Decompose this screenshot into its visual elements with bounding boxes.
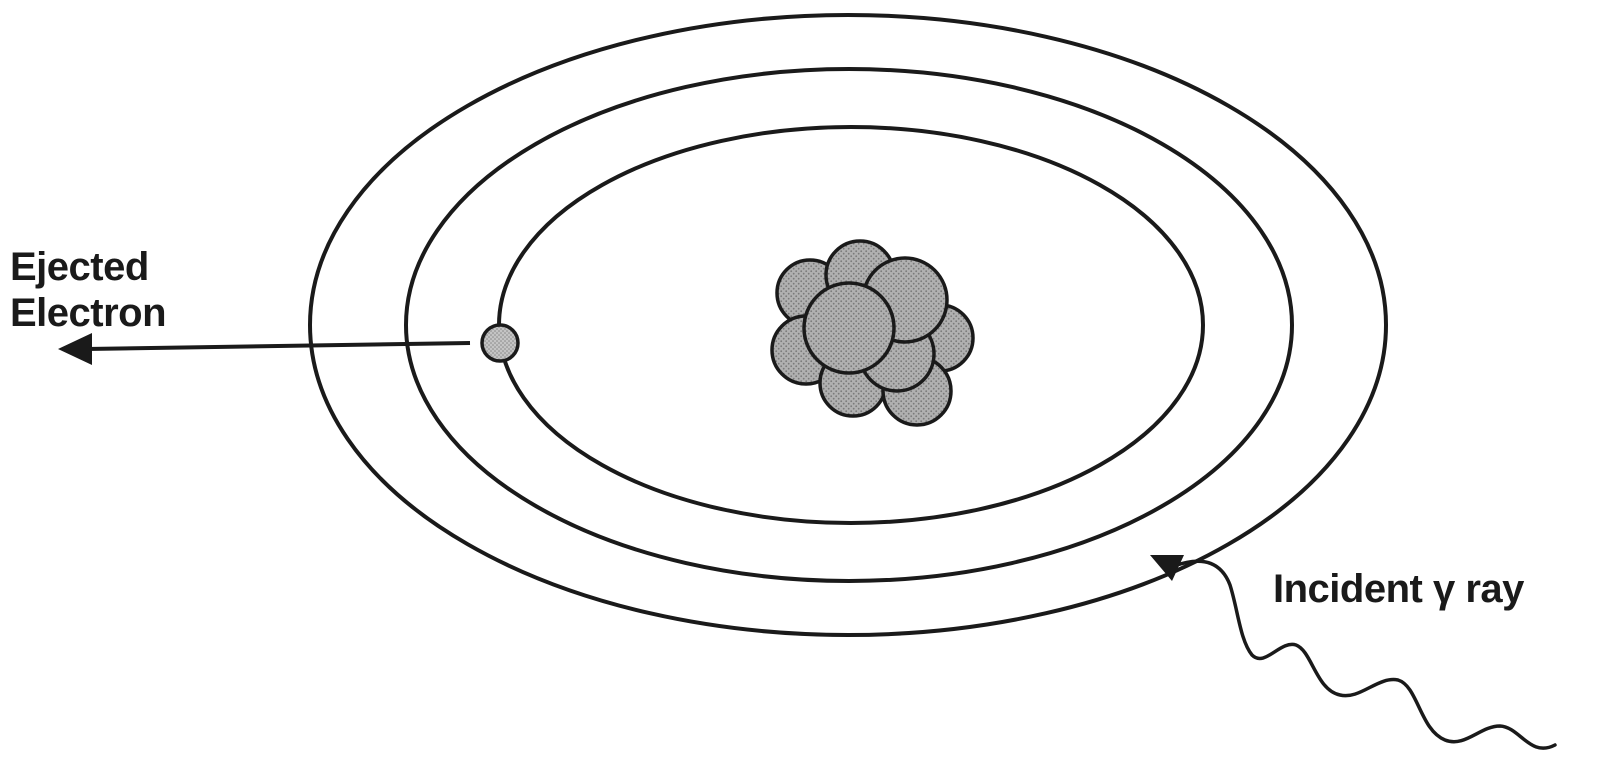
nucleon — [804, 283, 894, 373]
electron — [482, 325, 518, 361]
ejected-electron-arrow — [86, 343, 470, 349]
ejected-label-line2: Electron — [10, 290, 166, 336]
ejected-label-line1: Ejected — [10, 244, 166, 290]
ejected-arrowhead — [58, 333, 92, 365]
incident-gamma-ray-label: Incident γ ray — [1273, 566, 1524, 612]
ejected-electron-label: Ejected Electron — [10, 244, 166, 336]
nucleus — [772, 241, 973, 425]
